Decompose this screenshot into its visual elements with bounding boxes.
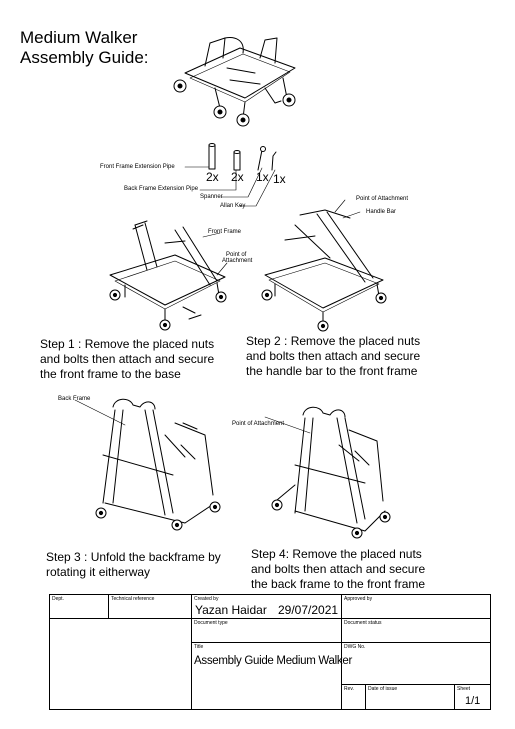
step2-illustration [261,199,387,332]
cell-doc-type: Document type [192,619,342,643]
dwg-caption: DWG No. [344,644,366,650]
cell-rev: Rev. [342,685,366,710]
doc-type-caption: Document type [194,620,228,626]
step1-illustration [109,220,228,331]
approved-by-caption: Approved by [344,596,373,602]
step1-label-attachment: Attachment [222,258,253,264]
front-pipe-label: Front Frame Extension Pipe [100,164,175,170]
sheet-value: 1/1 [465,695,481,707]
cell-doc-status: Document status [342,619,491,643]
folded-walker-illustration [173,37,296,127]
creator-name: Yazan Haidar [195,603,267,617]
tech-ref-caption: Technical reference [111,596,155,602]
step1-line3: the front frame to the base [40,367,181,381]
step3-line2: rotating it eitherway [46,565,151,579]
cell-tech-ref: Technical reference [109,595,192,619]
rev-caption: Rev. [344,686,354,692]
dept-caption: Dept. [52,596,64,602]
spanner-label: Spanner [200,194,223,200]
step3-text: Step 3 : Unfold the backframe by rotatin… [46,550,221,580]
step1-text: Step 1 : Remove the placed nuts and bolt… [40,337,214,382]
step4-text: Step 4: Remove the placed nuts and bolts… [251,547,425,592]
date-issue-caption: Date of issue [368,686,398,692]
cell-sheet: Sheet 1/1 [455,685,491,710]
title-line-1: Medium Walker [20,28,138,47]
created-date: 29/07/2021 [278,603,339,617]
title-block: Dept. Technical reference Created by Yaz… [49,594,491,710]
step4-line1: Step 4: Remove the placed nuts [251,547,422,561]
step2-text: Step 2 : Remove the placed nuts and bolt… [246,334,420,379]
cell-title: Title Assembly Guide Medium Walker [192,643,352,710]
cell-dept: Dept. [50,595,109,619]
step4-line3: the back frame to the front frame [251,577,426,591]
step3-label-back-frame: Back Frame [58,396,91,402]
title-line-2: Assembly Guide: [20,48,149,67]
step4-illustration [264,406,391,539]
step1-label-front-frame: Front Frame [208,229,242,235]
sheet-caption: Sheet [457,686,471,692]
document-title: Assembly Guide Medium Walker [194,655,352,667]
step1-line1: Step 1 : Remove the placed nuts [40,337,215,351]
parts-illustration [208,143,277,171]
front-pipe-leader [184,166,210,168]
step3-line1: Step 3 : Unfold the backframe by [46,550,221,564]
cell-dwg: DWG No. [342,643,491,685]
step4-label-point-of-attachment: Point of Attachment [232,421,285,427]
step4-line2: and bolts then attach and secure [251,562,426,576]
qty-allen-key: 1x [273,172,286,186]
doc-status-caption: Document status [344,620,382,626]
step3-illustration [74,398,221,531]
step2-line2: and bolts then attach and secure [246,349,421,363]
step2-label-point-of-attachment: Point of Attachment [356,196,409,202]
step2-line1: Step 2 : Remove the placed nuts [246,334,421,348]
back-pipe-label: Back Frame Extension Pipe [124,186,199,192]
qty-front-pipe: 2x [206,170,219,184]
title-caption: Title [194,644,204,650]
step1-line2: and bolts then attach and secure [40,352,215,366]
cell-empty-left [50,619,192,710]
page-title: Medium Walker Assembly Guide: [20,28,149,68]
cell-date-issue: Date of issue [366,685,455,710]
step2-label-handle-bar: Handle Bar [366,209,397,215]
step2-line3: the handle bar to the front frame [246,364,418,378]
cell-created-by: Created by Yazan Haidar 29/07/2021 [192,595,342,619]
step1-label-point-of: Point of [226,252,247,258]
qty-back-pipe: 2x [231,170,244,184]
created-by-caption: Created by [194,596,219,602]
cell-approved-by: Approved by [342,595,491,619]
allen-key-label: Allan Key [220,203,246,209]
